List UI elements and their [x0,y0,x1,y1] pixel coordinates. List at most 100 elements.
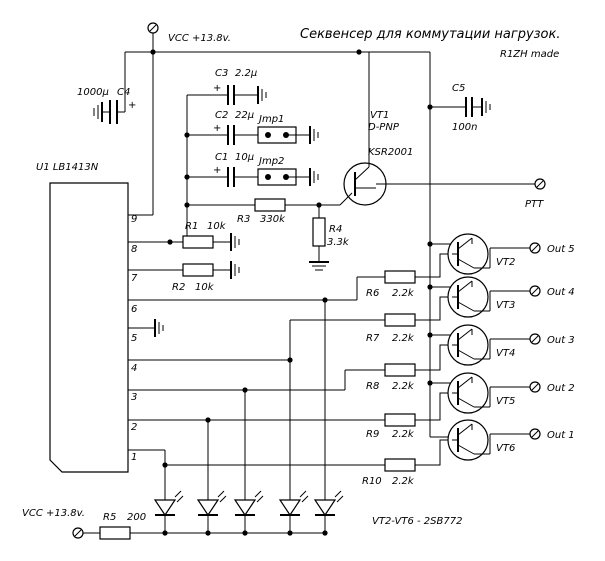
resistor-r10 [384,458,416,472]
transistor-label: VT6 [496,443,515,454]
output-stage-5: VT6 Out 1 [447,419,575,461]
resistor-r5 [83,526,131,540]
resistor-r1 [170,233,240,251]
resistor-r8 [384,363,416,377]
resistor-r3 [254,198,340,212]
output-terminal-5[interactable] [529,242,541,254]
jmp2-label: Jmp2 [257,156,284,167]
led-5 [313,490,344,536]
c2-value: 22µ [235,110,254,121]
vt1-type: D-PNP [368,122,400,133]
jmp1-label: Jmp1 [257,114,284,125]
c3-value: 2.2µ [235,68,257,79]
r7-value: 2.2k [392,333,415,344]
resistor-r4 [309,205,329,271]
ptt-terminal[interactable] [534,178,546,190]
r10-name: R10 [362,476,382,487]
transistor-note: VT2-VT6 - 2SB772 [372,516,462,527]
output-terminal-4[interactable] [529,285,541,297]
output-stage-4: VT5 Out 2 [447,372,575,414]
c1-plus: + [213,165,221,176]
pin-3-label: 3 [131,392,137,403]
transistor-label: VT2 [496,257,515,268]
c1-name: C1 [215,152,228,163]
output-terminal-2[interactable] [529,381,541,393]
vt1-part: KSR2001 [368,147,413,158]
capacitor-c3 [187,85,267,105]
pin-7-label: 7 [131,273,138,284]
vt1-name: VT1 [370,110,389,121]
c5-name: C5 [452,83,465,94]
r9-value: 2.2k [392,429,415,440]
pin-4-label: 4 [131,363,137,374]
pin-1-label: 1 [131,452,137,463]
jumper-jmp1[interactable] [257,126,319,144]
ic-name: U1 LB1413N [36,162,99,173]
output-stage-2: VT3 Out 4 [447,276,575,318]
capacitor-c2 [187,125,268,145]
r8-name: R8 [366,381,379,392]
author-label: R1ZH made [500,49,559,60]
c4-value: 1000µ [77,87,109,98]
capacitor-c4 [93,100,126,124]
led-4 [278,490,309,536]
resistor-r9 [384,413,416,427]
r1-value: 10k [207,221,227,232]
resistor-r2 [128,261,240,279]
vcc-bottom-terminal[interactable] [72,527,84,539]
r6-value: 2.2k [392,288,415,299]
r8-value: 2.2k [392,381,415,392]
c4-name: C4 [117,87,130,98]
r3-name: R3 [237,214,250,225]
r2-value: 10k [195,282,215,293]
c3-name: C3 [215,68,228,79]
output-label: Out 3 [547,335,575,346]
vcc-bottom-label: VCC +13.8v. [22,508,85,519]
output-terminal-3[interactable] [529,333,541,345]
r3-value: 330k [260,214,286,225]
r4-value: 3.3k [327,237,350,248]
transistor-vt1 [339,52,387,206]
jumper-jmp2[interactable] [257,168,319,186]
transistor-label: VT5 [496,396,515,407]
output-stage-1: VT2 Out 5 [447,233,575,275]
c1-value: 10µ [235,152,254,163]
output-label: Out 1 [547,430,575,441]
pin-5-label: 5 [131,333,137,344]
led-3 [233,490,264,536]
led-2 [196,490,227,536]
pin-9-label: 9 [131,214,137,225]
pin-2-label: 2 [131,422,137,433]
capacitor-c5 [430,97,491,117]
c2-name: C2 [215,110,228,121]
c3-plus: + [213,83,221,94]
r5-value: 200 [127,512,146,523]
r9-name: R9 [366,429,379,440]
r4-name: R4 [329,224,342,235]
output-label: Out 2 [547,383,575,394]
r6-name: R6 [366,288,379,299]
resistor-r6 [384,270,416,284]
output-terminal-1[interactable] [529,428,541,440]
pin5-ground [128,319,164,337]
ic-u1-body [49,182,129,473]
c5-value: 100n [452,122,477,133]
transistor-label: VT3 [496,300,515,311]
pin-6-label: 6 [131,304,137,315]
output-label: Out 5 [547,244,575,255]
c4-plus: + [128,100,136,111]
vcc-top-terminal [147,22,159,52]
schematic-title: Секвенсер для коммутации нагрузок. [300,27,561,42]
r10-value: 2.2k [392,476,415,487]
led-1 [153,490,184,536]
capacitor-c1 [187,167,268,187]
output-label: Out 4 [547,287,575,298]
ic-pins: 9 8 7 6 5 4 3 2 1 [131,214,138,463]
r1-name: R1 [185,221,198,232]
r2-name: R2 [172,282,185,293]
pin-8-label: 8 [131,244,137,255]
ptt-label: PTT [525,199,544,210]
